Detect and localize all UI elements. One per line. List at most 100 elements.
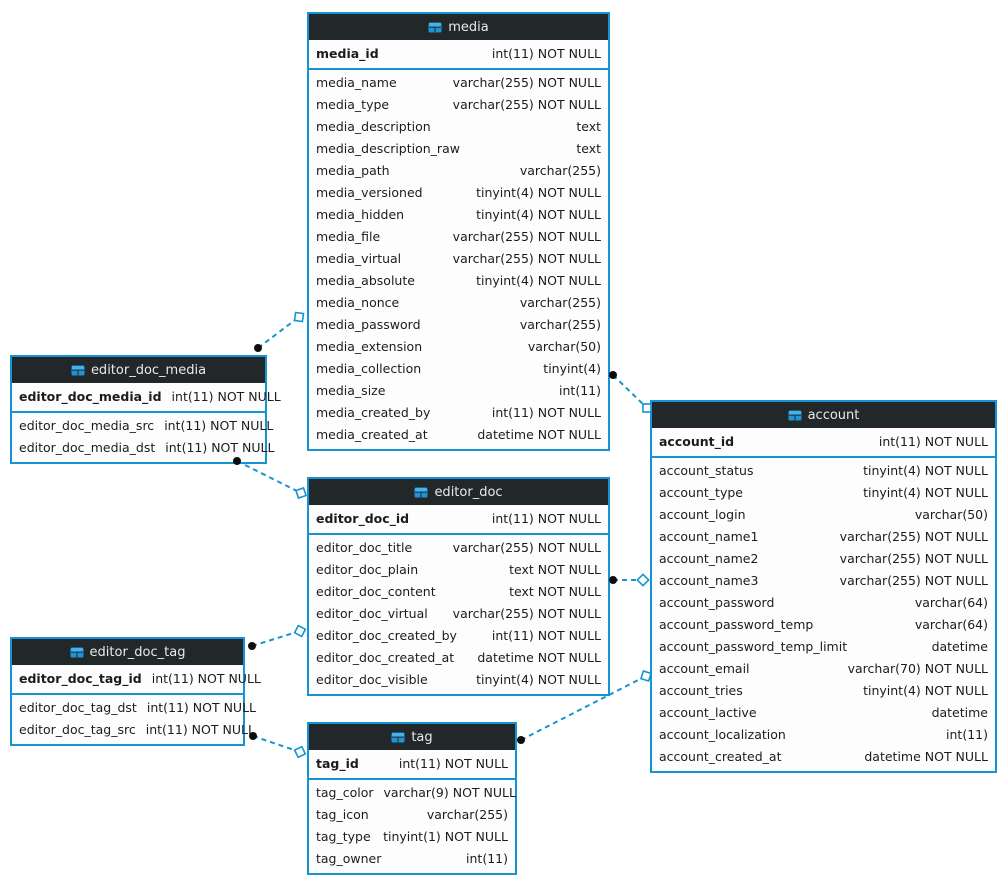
- column-name: media_hidden: [316, 207, 405, 222]
- table-editor_doc_tag[interactable]: editor_doc_tag editor_doc_tag_id int(11) …: [10, 637, 261, 746]
- column-name: account_id: [659, 434, 735, 449]
- table-header[interactable]: editor_doc_tag: [12, 639, 243, 665]
- column-type: int(11) NOT NULL: [164, 418, 274, 433]
- column-name: media_type: [316, 97, 390, 112]
- column-name: media_virtual: [316, 251, 402, 266]
- table-title: media: [448, 19, 489, 35]
- column-type: varchar(255) NOT NULL: [452, 251, 601, 266]
- relationship-editor_doc_tag-editor_doc[interactable]: [248, 624, 307, 650]
- table-header[interactable]: editor_doc_media: [12, 357, 265, 383]
- column-type: datetime NOT NULL: [864, 749, 988, 764]
- column-name: editor_doc_created_at: [316, 650, 455, 665]
- column-name: account_name1: [659, 529, 759, 544]
- column-type: int(11) NOT NULL: [171, 389, 281, 404]
- column-type: int(11) NOT NULL: [491, 628, 601, 643]
- column-type: datetime: [931, 705, 988, 720]
- column-name: account_created_at: [659, 749, 782, 764]
- column-row[interactable]: media_virtual varchar(255) NOT NULL: [309, 248, 608, 270]
- column-type: datetime NOT NULL: [477, 427, 601, 442]
- table-header[interactable]: tag: [309, 724, 515, 750]
- table-header[interactable]: account: [652, 402, 995, 428]
- column-name: editor_doc_virtual: [316, 606, 428, 621]
- table-header[interactable]: editor_doc: [309, 479, 608, 505]
- column-row[interactable]: editor_doc_created_by int(11) NOT NULL: [309, 625, 608, 647]
- relationship-editor_doc-account[interactable]: [609, 573, 650, 587]
- column-name: editor_doc_created_by: [316, 628, 457, 643]
- column-name: media_file: [316, 229, 381, 244]
- table-icon: [428, 22, 442, 33]
- relationship-editor_doc_tag-tag[interactable]: [249, 732, 307, 759]
- relationship-editor_doc_media-media[interactable]: [254, 311, 305, 352]
- column-type: varchar(9) NOT NULL: [383, 785, 516, 800]
- column-name: editor_doc_tag_id: [19, 671, 142, 686]
- column-name: media_size: [316, 383, 386, 398]
- column-row[interactable]: editor_doc_tag_id int(11) NOT NULL: [12, 667, 261, 691]
- column-type: varchar(50): [914, 507, 988, 522]
- column-row[interactable]: account_created_at datetime NOT NULL: [652, 746, 995, 768]
- table-header[interactable]: media: [309, 14, 608, 40]
- relationship-media-account[interactable]: [609, 371, 652, 413]
- table-title: account: [807, 407, 860, 423]
- column-type: int(11) NOT NULL: [151, 671, 261, 686]
- column-type: tinyint(4): [543, 361, 601, 376]
- column-name: account_password_temp_limit: [659, 639, 848, 654]
- column-type: tinyint(4) NOT NULL: [476, 672, 601, 687]
